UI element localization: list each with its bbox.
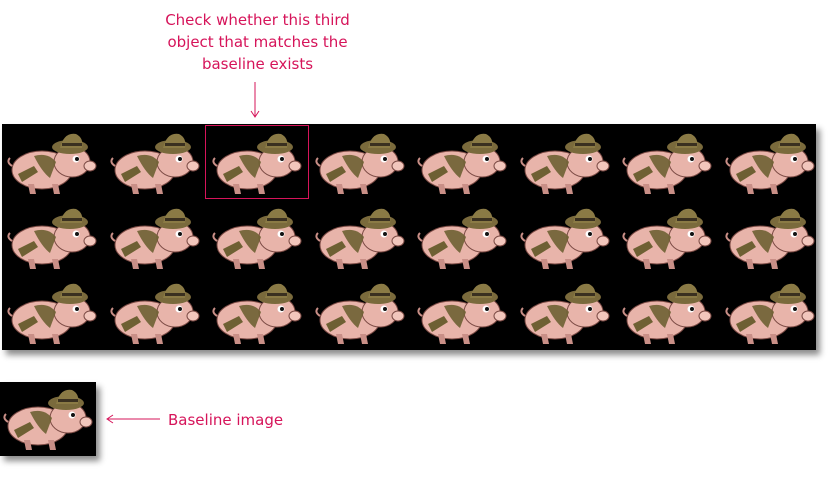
- sprite-pig: [722, 128, 818, 198]
- sprite-pig: [209, 203, 305, 273]
- annotation-top: Check whether this third object that mat…: [165, 11, 350, 73]
- sprite-pig: [107, 128, 203, 198]
- sprite-sheet: [2, 124, 816, 350]
- sprite-pig: [517, 278, 613, 348]
- sprite-pig: [312, 128, 408, 198]
- sprite-pig: [722, 203, 818, 273]
- arrow-down-head: [250, 110, 260, 118]
- sprite-pig: [414, 128, 510, 198]
- sprite-pig: [722, 278, 818, 348]
- sprite-pig: [4, 203, 100, 273]
- baseline-label: Baseline image: [168, 411, 284, 429]
- sprite-pig: [312, 203, 408, 273]
- sprite-pig: [517, 203, 613, 273]
- baseline-pig: [0, 384, 96, 454]
- sprite-pig: [619, 128, 715, 198]
- sprite-pig: [312, 278, 408, 348]
- baseline-image: [0, 382, 96, 456]
- sprite-pig: [414, 203, 510, 273]
- highlight-box: [205, 125, 309, 199]
- sprite-pig: [619, 278, 715, 348]
- sprite-pig: [209, 128, 305, 198]
- arrow-left-head: [106, 414, 114, 424]
- sprite-pig: [414, 278, 510, 348]
- sprite-pig: [517, 128, 613, 198]
- sprite-pig: [209, 278, 305, 348]
- sprite-pig: [619, 203, 715, 273]
- sprite-pig: [4, 278, 100, 348]
- sprite-pig: [107, 278, 203, 348]
- sprite-pig: [4, 128, 100, 198]
- sprite-pig: [107, 203, 203, 273]
